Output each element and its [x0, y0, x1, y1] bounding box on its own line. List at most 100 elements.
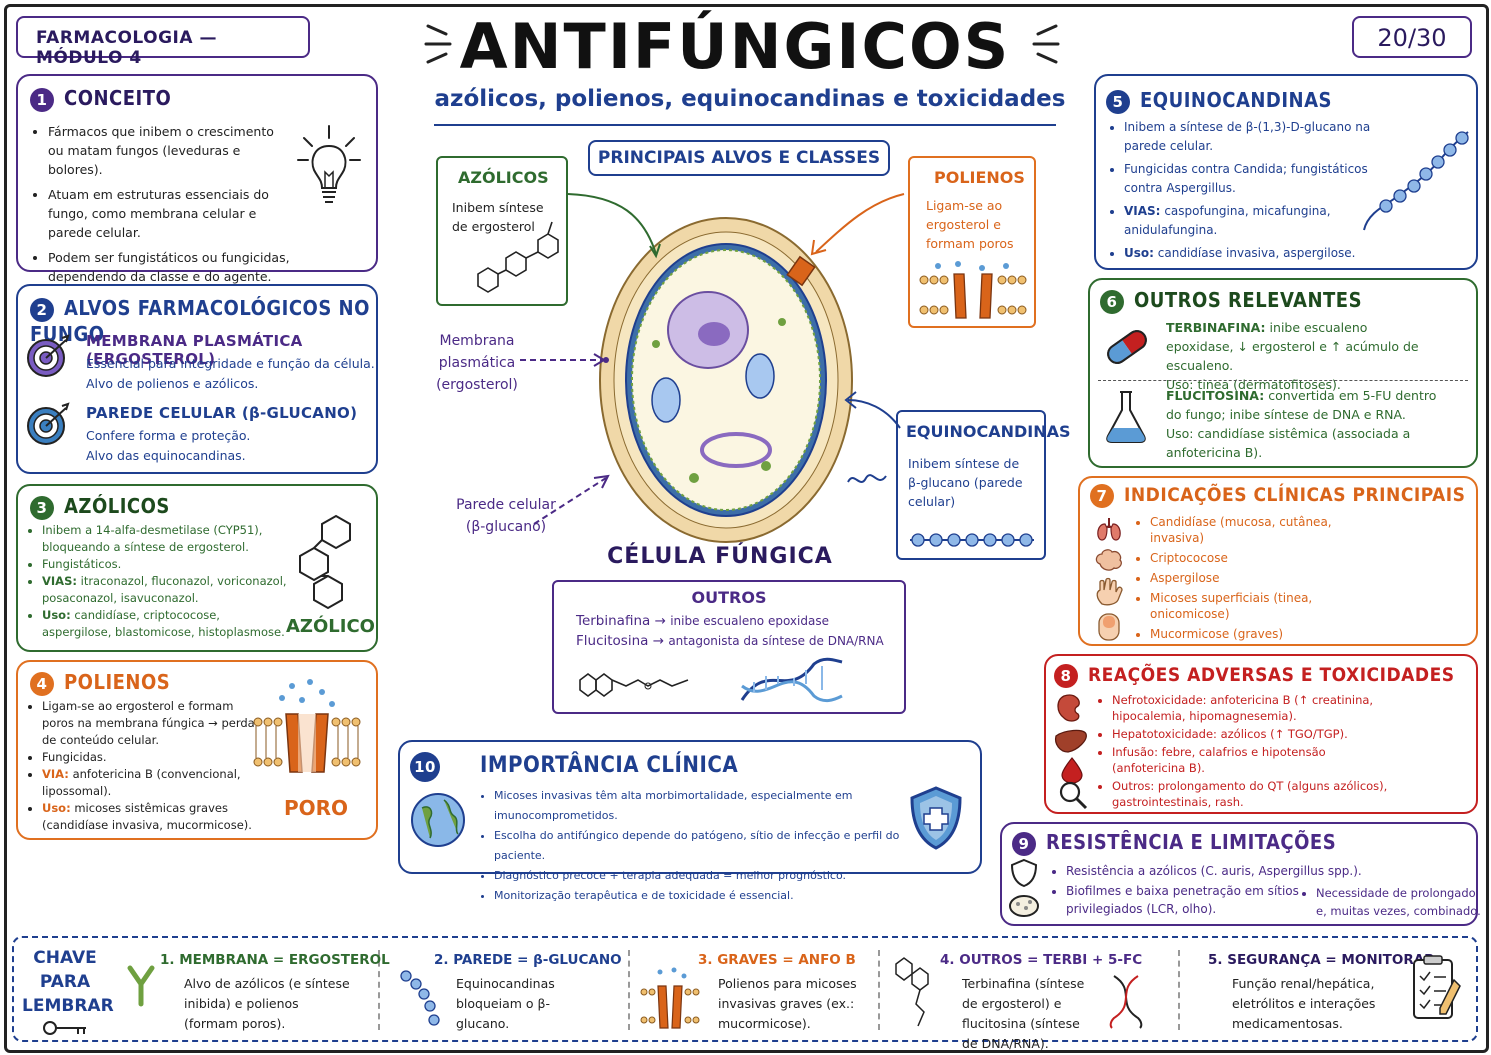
- wall-target-line: Alvo das equinocandinas.: [86, 448, 246, 463]
- key-item-body: Terbinafina (síntese de ergosterol) e fl…: [962, 976, 1085, 1051]
- key-separator: [1178, 950, 1180, 1030]
- section-number: 8: [1054, 664, 1078, 688]
- section-title: CONCEITO: [64, 86, 172, 110]
- list-item: Monitorização terapêutica e de toxicidad…: [494, 886, 924, 906]
- brain-icon: [1095, 549, 1122, 571]
- targets-title-box: PRINCIPAIS ALVOS E CLASSES: [588, 140, 890, 176]
- key-to-remember: CHAVE PARA LEMBRAR 1. MEMBRANA = ERGOSTE…: [12, 936, 1478, 1051]
- key-item-title: 4. OUTROS = TERBI + 5-FC: [940, 952, 1143, 968]
- list-item: Fungicidas contra Candida; fungistáticos…: [1124, 160, 1374, 198]
- membrane-target-line: Essencial para integridade e função da c…: [86, 356, 375, 371]
- list-item: Inibem a síntese de β-(1,3)-D-glucano na…: [1124, 118, 1374, 156]
- cell-title: CÉLULA FÚNGICA: [607, 544, 833, 569]
- section-title: REAÇÕES ADVERSAS E TOXICIDADES: [1088, 664, 1455, 686]
- pore-protein-icon: [786, 255, 816, 287]
- section-number: 3: [30, 496, 54, 520]
- module-badge: FARMACOLOGIA — MÓDULO 4: [16, 16, 310, 68]
- list-item: Candidíase (mucosa, cutânea, invasiva): [1150, 514, 1350, 546]
- dna-icon: [740, 657, 843, 703]
- key-separator: [378, 950, 380, 1030]
- section-number: 6: [1100, 290, 1124, 314]
- reaction-key: Hepatotoxicidade:: [1112, 727, 1217, 741]
- list-item: Micoses invasivas têm alta morbimortalid…: [494, 786, 924, 826]
- target-icon: [27, 402, 70, 445]
- section-number: 2: [30, 298, 54, 322]
- drug-name: FLUCITOSINA:: [1166, 388, 1265, 403]
- membrane-target-title: MEMBRANA PLASMÁTICA (ERGOSTEROL): [86, 332, 303, 368]
- list-item-text: anfotericina B (convencional, lipossomal…: [42, 767, 241, 798]
- key-item-title: 5. SEGURANÇA = MONITORAR: [1208, 952, 1435, 968]
- card-title: EQUINOCANDINAS: [906, 422, 1071, 441]
- section-reacoes: 8 REAÇÕES ADVERSAS E TOXICIDADES Nefrotox…: [1044, 654, 1478, 814]
- list-item: Necessidade de prolongado e, muitas veze…: [1316, 884, 1486, 920]
- section-number: 10: [410, 752, 440, 782]
- pore-mini-icon: [640, 967, 700, 1029]
- list-item: Outros: prolongamento do QT (alguns azól…: [1112, 778, 1402, 810]
- drug-text: convertida em 5-FU dentro do fungo; inib…: [1166, 388, 1437, 422]
- list-item: Ligam-se ao ergosterol e formam poros na…: [42, 698, 262, 749]
- section-number: 7: [1090, 484, 1114, 508]
- list-item: Atuam em estruturas essenciais do fungo,…: [48, 185, 292, 242]
- card-text: Inibem síntese de β-glucano (parede celu…: [908, 456, 1023, 509]
- list-item: Resistência a azólicos (C. auris, Asperg…: [1066, 862, 1362, 880]
- drug-name: TERBINAFINA:: [1166, 320, 1266, 335]
- flucitosina-block: FLUCITOSINA: convertida em 5-FU dentro d…: [1166, 386, 1438, 462]
- petri-dish-icon: [1009, 895, 1039, 917]
- list-item: Mucormicose (graves): [1150, 626, 1350, 642]
- card-title: POLIENOS: [934, 168, 1025, 187]
- wall-label: Parede celular (β-glucano): [456, 497, 556, 535]
- key-separator: [628, 950, 630, 1030]
- outros-line: Terbinafina → inibe escualeno epoxidase: [576, 613, 829, 629]
- section-indicacoes: 7 INDICAÇÕES CLÍNICAS PRINCIPAIS Candidía…: [1078, 476, 1478, 646]
- section-title: EQUINOCANDINAS: [1140, 88, 1332, 112]
- list-item: Fungistáticos.: [42, 556, 292, 573]
- section-title: RESISTÊNCIA E LIMITAÇÕES: [1046, 830, 1337, 854]
- card-equinocandinas: EQUINOCANDINAS Inibem síntese de β-gluca…: [896, 410, 1071, 560]
- clipboard-icon: [1413, 955, 1461, 1019]
- drug-text: inibe escualeno epoxidase, ↓ ergosterol …: [1166, 320, 1419, 373]
- key-icon: [43, 1021, 86, 1035]
- title-spark-right-icon: [1032, 24, 1060, 64]
- label-vias: VIAS:: [1124, 204, 1161, 218]
- reaction-key: Outros:: [1112, 779, 1155, 793]
- list-item: Criptococose: [1150, 550, 1350, 566]
- outros-drug: Terbinafina: [576, 613, 651, 629]
- glucan-beads-icon: [400, 970, 440, 1026]
- section-title: INDICAÇÕES CLÍNICAS PRINCIPAIS: [1124, 484, 1466, 506]
- reaction-value: prolongamento do QT (alguns azólicos), g…: [1112, 779, 1388, 809]
- page-counter: 20/30: [1352, 16, 1472, 58]
- molecule-icon: [477, 221, 559, 293]
- list-item-text: itraconazol, fluconazol, voriconazol, po…: [42, 574, 287, 605]
- list-item-text: micoses sistêmicas graves (candidíase in…: [42, 801, 252, 832]
- list-item: Fármacos que inibem o crescimento ou mat…: [48, 122, 292, 179]
- reaction-value: febre, calafrios e hipotensão (anfoteric…: [1112, 745, 1326, 775]
- list-item: Fungicidas.: [42, 749, 262, 766]
- targets-title: PRINCIPAIS ALVOS E CLASSES: [597, 148, 881, 168]
- reaction-key: Nefrotoxicidade:: [1112, 693, 1207, 707]
- key-item-body: Função renal/hepática, eletrólitos e int…: [1232, 976, 1376, 1031]
- outros-action: antagonista da síntese de DNA/RNA: [668, 634, 884, 648]
- page-number: 20/30: [1377, 24, 1447, 52]
- section-title: AZÓLICOS: [64, 494, 170, 518]
- card-text: Ligam-se ao ergosterol e formam poros: [926, 198, 1014, 251]
- shield-outline-icon: [1010, 858, 1038, 888]
- key-title: CHAVE PARA LEMBRAR: [22, 948, 114, 1016]
- nucleus-icon: [667, 291, 749, 369]
- list-item: Aspergilose: [1150, 570, 1350, 586]
- list-item: Diagnóstico precoce + terapia adequada =…: [494, 866, 924, 886]
- label-uso: Uso:: [1124, 246, 1154, 260]
- terbinafina-block: TERBINAFINA: inibe escualeno epoxidase, …: [1166, 318, 1438, 394]
- label-vias: VIAS:: [42, 574, 77, 588]
- terbinafine-molecule-icon: [579, 673, 689, 697]
- divider: [1098, 380, 1468, 381]
- reaction-key: Infusão:: [1112, 745, 1158, 759]
- card-title: AZÓLICOS: [458, 168, 549, 187]
- key-item-body: Polienos para micoses invasivas graves (…: [718, 976, 857, 1031]
- outros-drug: Flucitosina: [576, 633, 649, 649]
